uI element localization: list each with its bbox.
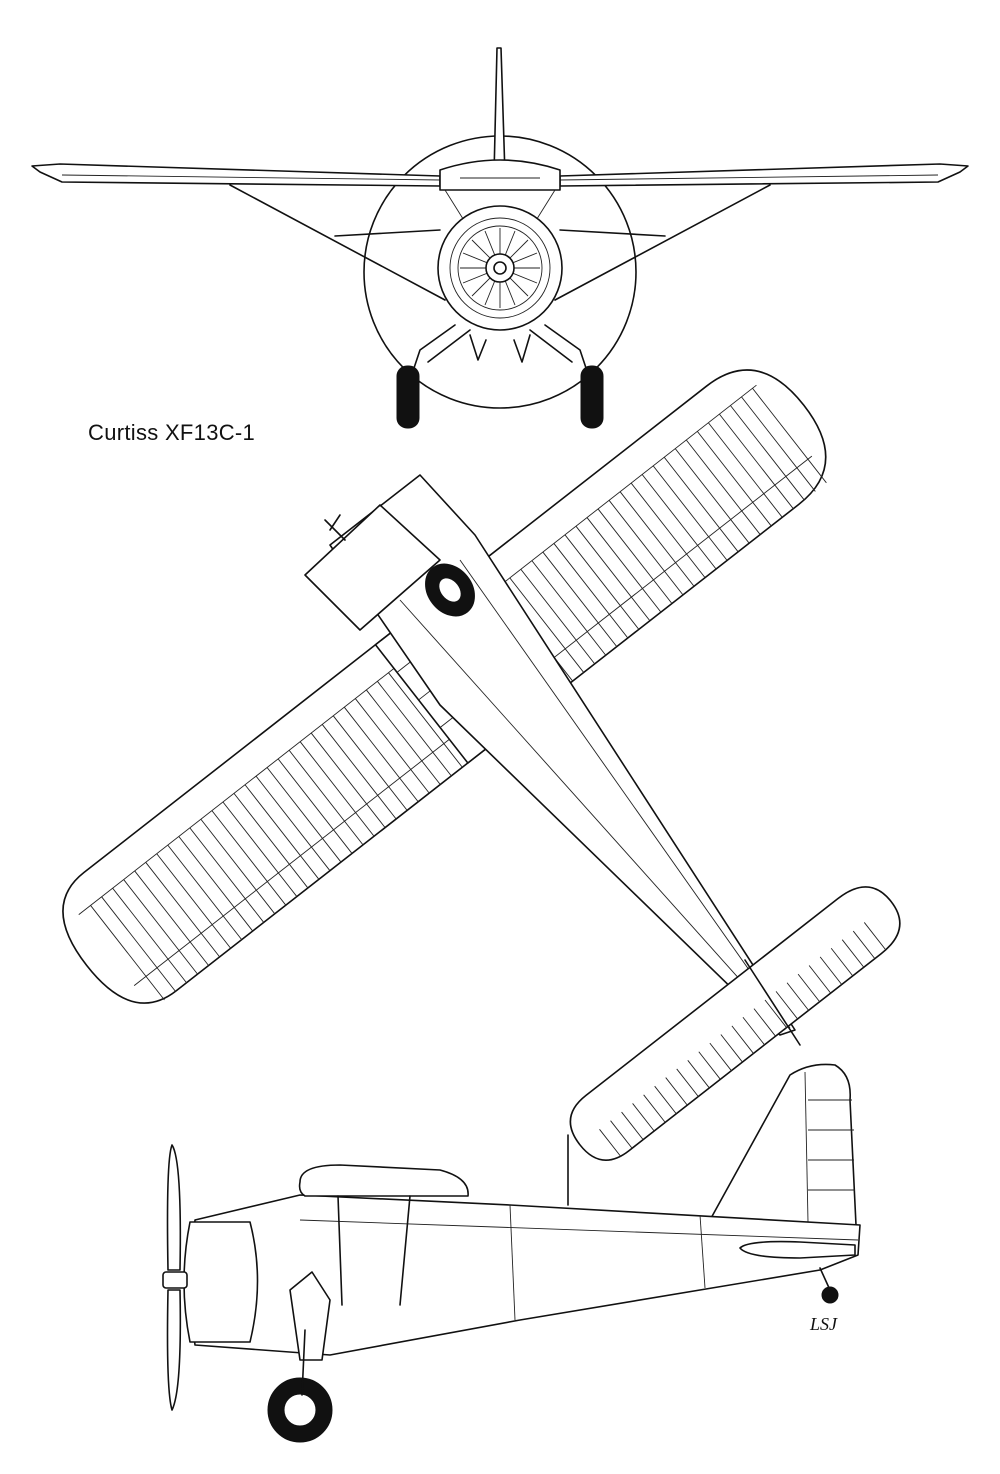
plan-view bbox=[62, 369, 901, 1161]
front-view bbox=[31, 47, 969, 429]
side-view bbox=[162, 1063, 861, 1443]
fin-front bbox=[493, 47, 506, 176]
wing-side bbox=[298, 1164, 469, 1197]
cabin-front bbox=[439, 159, 561, 191]
tailplane-plan bbox=[569, 886, 901, 1161]
tail-wheel-side bbox=[821, 1286, 839, 1304]
fuselage-plan bbox=[329, 474, 796, 1036]
drawing-title: Curtiss XF13C-1 bbox=[88, 420, 256, 445]
artist-mark: LSJ bbox=[809, 1314, 838, 1334]
left-wheel-front bbox=[396, 365, 420, 429]
stabilizer-side bbox=[739, 1240, 856, 1259]
cowling-plan bbox=[304, 504, 441, 631]
right-wheel-front bbox=[580, 365, 604, 429]
landing-gear-leg bbox=[289, 1271, 331, 1361]
cowling-side bbox=[183, 1221, 259, 1343]
fin-side bbox=[709, 1063, 857, 1226]
propeller-plan bbox=[324, 514, 346, 541]
fuselage-side bbox=[190, 1194, 861, 1356]
spinner-side bbox=[162, 1271, 188, 1289]
propeller-upper-blade bbox=[166, 1144, 182, 1271]
propeller-lower-blade bbox=[166, 1289, 182, 1411]
